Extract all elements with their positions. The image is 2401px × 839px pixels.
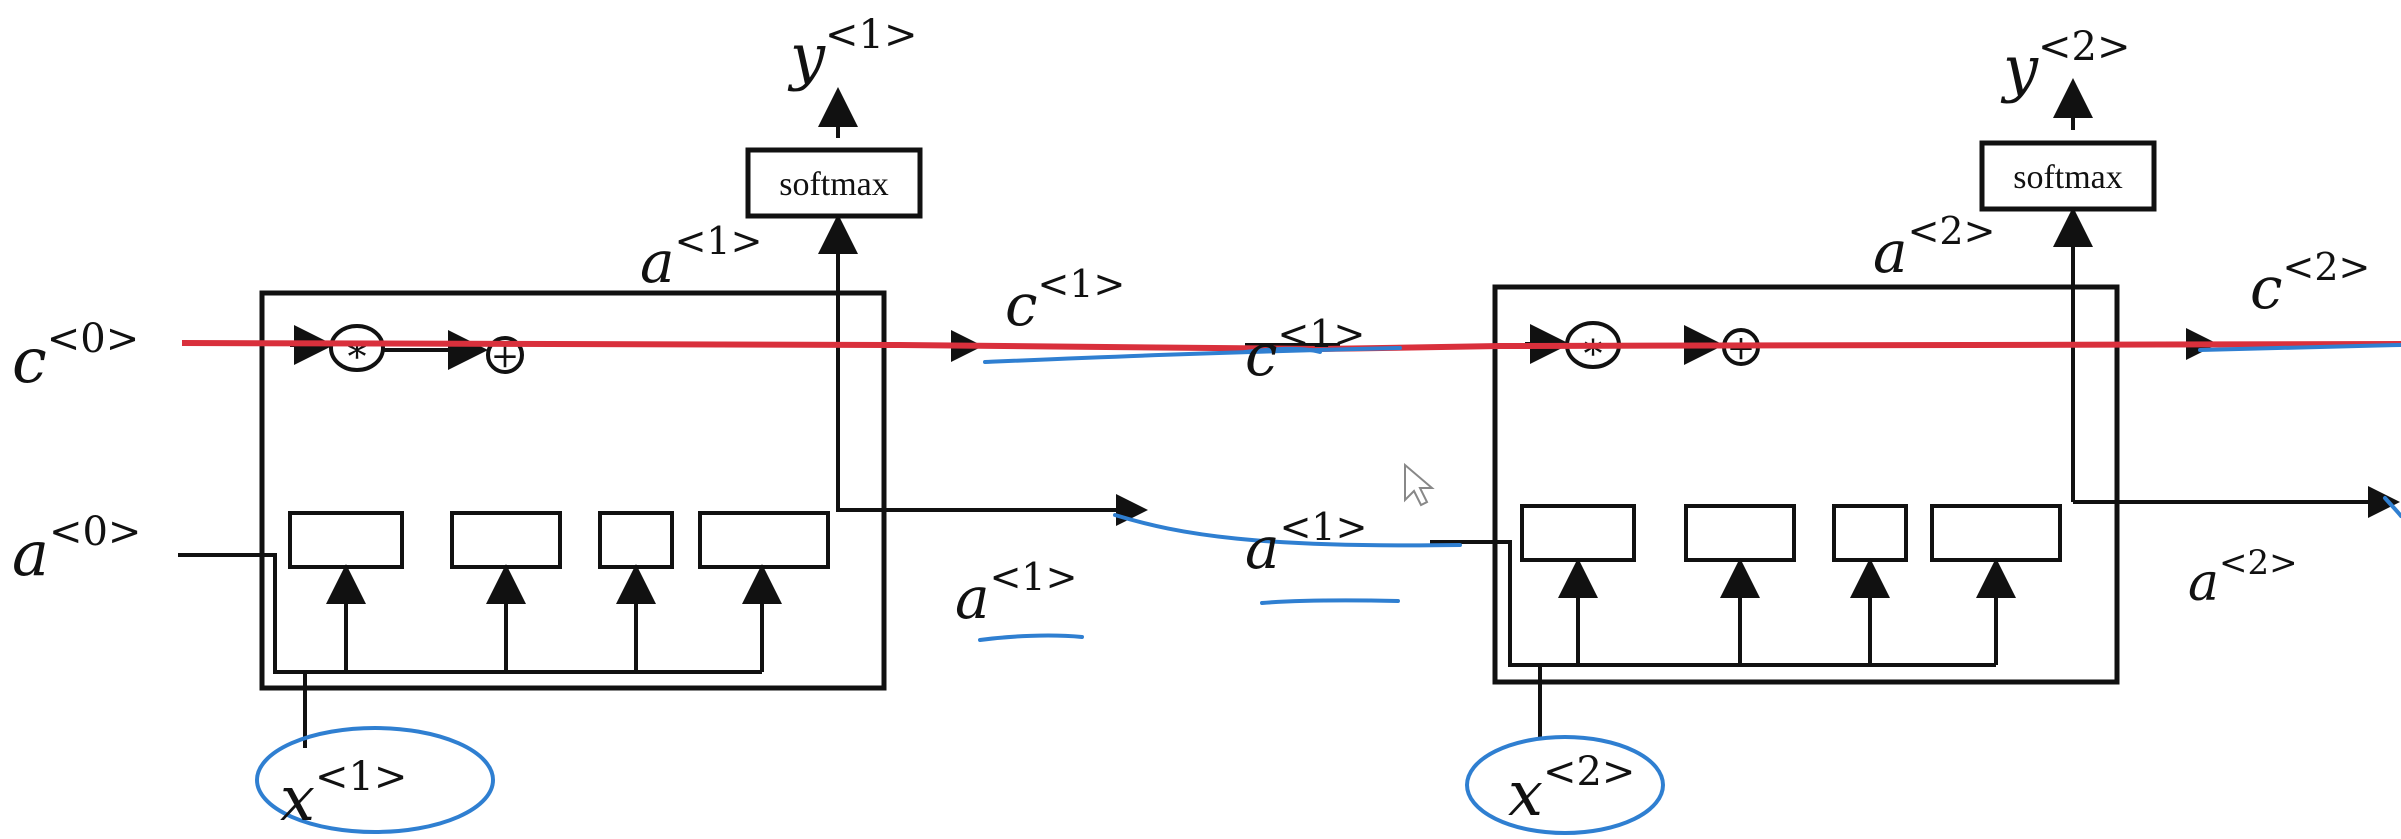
cell-2-frame	[1492, 284, 2120, 685]
label-c1-out: c<1>	[1005, 262, 1125, 339]
label-c0: c<0>	[12, 316, 139, 397]
variable-labels: c<0> a<0> x<1> y<1> a<1> c<1> c<1> a<1> …	[12, 12, 2370, 835]
annotation-c-blob	[1243, 346, 1322, 354]
label-a2-top: a<2>	[1873, 209, 1995, 286]
label-a2-low: a<2>	[2188, 543, 2298, 613]
cell-1-add-op	[486, 336, 524, 374]
lstm-cell-2: ∗ + softmax	[1430, 78, 2400, 740]
pen-annotations	[255, 343, 2401, 835]
cell-1-input-bus	[178, 553, 762, 674]
cell-2-softmax-box	[1979, 140, 2157, 212]
label-y1: y<1>	[787, 12, 918, 93]
cell-2-gate-output	[1930, 504, 2062, 562]
cell-2-softmax-label: softmax	[2013, 159, 2123, 196]
annotation-c1-underline	[983, 346, 1402, 364]
cell-2-input-bus	[1430, 540, 1996, 667]
cell-1-multiply-symbol: ∗	[344, 327, 370, 371]
label-a0: a<0>	[12, 509, 141, 590]
annotation-right-edge-tick	[2383, 496, 2401, 518]
cell-1-gate-tanh	[598, 511, 674, 569]
label-a1-mid: a<1>	[1245, 505, 1367, 582]
cell-2-gate-tanh	[1832, 504, 1908, 562]
annotation-x1-circle	[255, 726, 495, 834]
cell-1-softmax-box	[745, 147, 923, 219]
label-a1-low: a<1>	[955, 555, 1077, 632]
annotation-a-curve	[1113, 513, 1462, 548]
label-a1-top: a<1>	[640, 219, 762, 296]
cell-1-gate-update	[450, 511, 562, 569]
annotation-a1-mid-underline	[1260, 598, 1400, 605]
cell-2-gate-forget	[1520, 504, 1636, 562]
mouse-cursor-icon	[1404, 462, 1435, 507]
label-c2-out: c<2>	[2250, 245, 2370, 322]
cell-1-gate-output	[698, 511, 830, 569]
annotation-a1-low-underline	[978, 633, 1084, 642]
cell-1-gate-forget	[288, 511, 404, 569]
lstm-cell-1: ∗ + softmax	[178, 87, 1148, 748]
cell-1-frame	[259, 290, 887, 691]
cell-2-gate-update	[1684, 504, 1796, 562]
cell-1-softmax-label: softmax	[779, 166, 889, 203]
label-x1: x<1>	[280, 754, 407, 835]
label-x2: x<2>	[1508, 749, 1635, 830]
annotation-right-edge-underline	[2198, 343, 2401, 352]
label-y2: y<2>	[2000, 24, 2131, 105]
annotation-x2-circle	[1465, 735, 1665, 835]
label-c1-mid: c<1>	[1245, 312, 1365, 389]
